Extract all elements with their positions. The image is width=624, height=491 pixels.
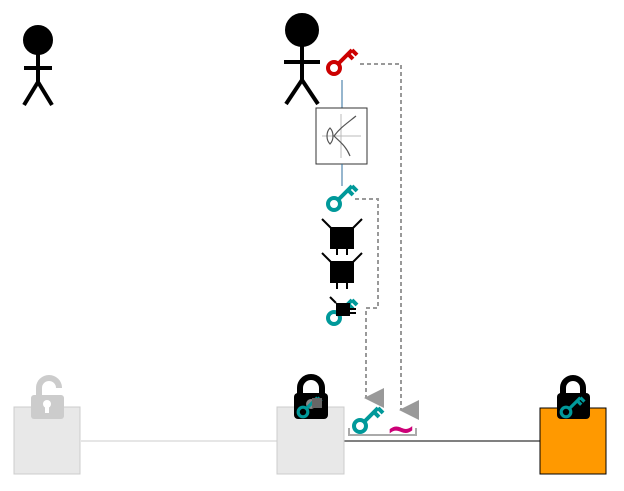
dashed-arrow-key: [355, 198, 384, 408]
wrapped-key-icon: [326, 296, 359, 326]
person-center-icon: [284, 13, 320, 106]
curve-function-icon: [315, 107, 368, 165]
locked-box-orange: [539, 375, 607, 475]
device-icon: [321, 252, 363, 289]
device-icon: [321, 218, 363, 255]
chip-mark: [312, 398, 322, 408]
payload-bracket: [348, 428, 417, 436]
signature-symbol: ~: [386, 409, 416, 450]
private-key-icon: [326, 48, 359, 76]
derived-key-icon: [326, 184, 359, 212]
person-left-icon: [22, 25, 54, 107]
unlocked-box: [13, 375, 81, 475]
locked-box-gray: [276, 374, 345, 475]
output-key-icon: [352, 406, 385, 434]
open-lock-icon: [31, 375, 64, 419]
